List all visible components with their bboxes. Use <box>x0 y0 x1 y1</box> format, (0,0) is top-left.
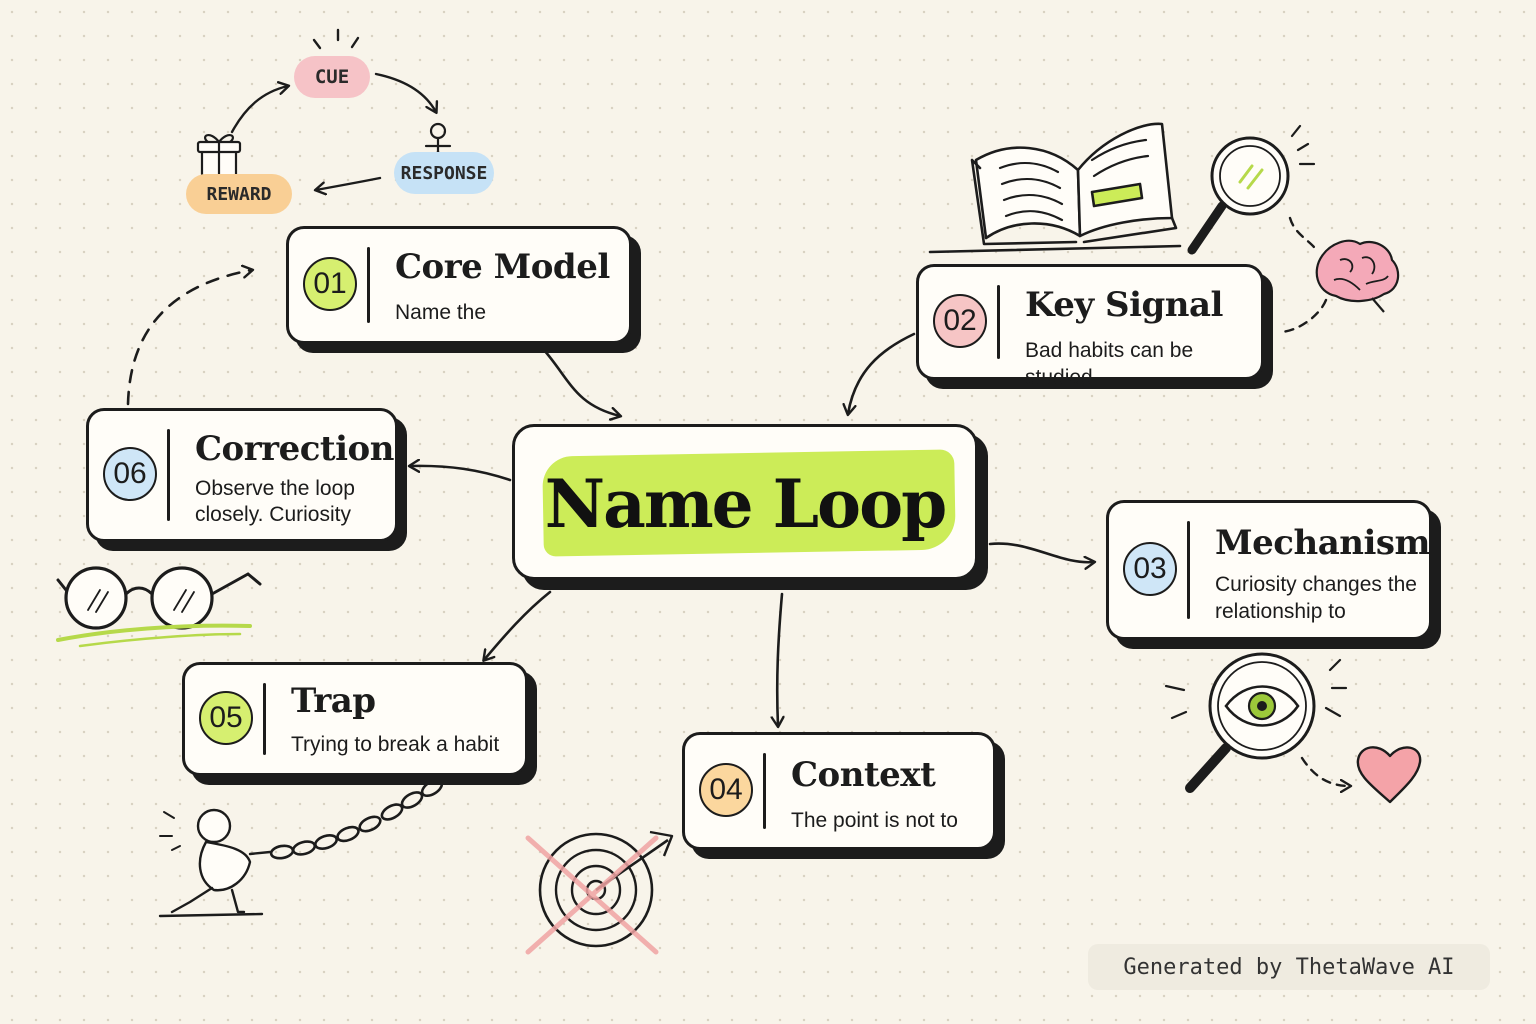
loop-arrow-cue-response <box>374 72 436 112</box>
brain-icon <box>1315 239 1400 313</box>
connector-core-model <box>542 348 620 416</box>
node-description-line-1: Observe the loop <box>195 477 355 500</box>
node-description-line-2: closely. Curiosity <box>195 503 351 526</box>
node-mechanism[interactable]: 03 Mechanism Curiosity changes the relat… <box>1106 500 1432 640</box>
divider <box>167 429 170 521</box>
divider <box>263 683 266 755</box>
loop-arrow-response-reward <box>316 176 382 190</box>
node-core-model[interactable]: 01 Core Model Name the <box>286 226 632 344</box>
connector-context <box>777 592 782 726</box>
node-title: Correction <box>195 429 394 469</box>
node-number-badge: 06 <box>103 447 157 501</box>
eyeglasses-icon <box>56 566 262 648</box>
node-number-badge: 01 <box>303 257 357 311</box>
node-trap[interactable]: 05 Trap Trying to break a habit <box>182 662 528 776</box>
divider <box>763 753 766 829</box>
node-correction[interactable]: 06 Correction Observe the loop closely. … <box>86 408 398 542</box>
divider <box>367 247 370 323</box>
node-title: Context <box>791 755 936 795</box>
divider <box>1187 521 1190 619</box>
loop-reward-label: REWARD <box>186 174 292 214</box>
loop-arrow-reward-cue <box>230 86 288 134</box>
node-number-badge: 04 <box>699 763 753 817</box>
connector-key-signal <box>848 332 916 414</box>
node-title: Core Model <box>395 247 610 287</box>
node-title: Key Signal <box>1025 285 1223 325</box>
target-icon <box>525 830 674 955</box>
node-key-signal[interactable]: 02 Key Signal Bad habits can be studied <box>916 264 1264 389</box>
node-description-line-2: relationship to <box>1215 600 1346 623</box>
node-description: Bad habits can be studied <box>1025 339 1194 389</box>
magnifier-icon <box>1187 124 1328 334</box>
gift-icon <box>196 134 242 178</box>
node-context[interactable]: 04 Context The point is not to <box>682 732 996 850</box>
central-node[interactable]: Name Loop <box>512 424 978 580</box>
generated-by-footer: Generated by ThetaWave AI <box>1088 944 1490 990</box>
node-number-badge: 02 <box>933 294 987 348</box>
central-title: Name Loop <box>544 465 948 543</box>
open-book-icon <box>928 122 1182 254</box>
node-description: Trying to break a habit <box>291 733 500 756</box>
node-description: Name the <box>395 301 487 324</box>
node-title: Mechanism <box>1215 523 1430 563</box>
connector-mechanism <box>988 542 1094 563</box>
loop-cue-label: CUE <box>294 56 370 98</box>
node-description-line-1: Curiosity changes the <box>1215 573 1417 596</box>
connector-correction-to-core <box>126 270 252 406</box>
node-title: Trap <box>291 681 376 721</box>
eye-magnifier-icon <box>1164 652 1350 788</box>
connector-correction <box>410 466 512 482</box>
node-number-badge: 03 <box>1123 542 1177 596</box>
spark-lines <box>312 28 360 50</box>
chain-person-icon <box>158 778 444 918</box>
loop-response-label: RESPONSE <box>394 152 494 194</box>
node-number-badge: 05 <box>199 691 253 745</box>
divider <box>997 285 1000 359</box>
node-description: The point is not to <box>791 809 958 832</box>
connector-trap <box>484 590 552 660</box>
heart-icon <box>1356 746 1422 804</box>
